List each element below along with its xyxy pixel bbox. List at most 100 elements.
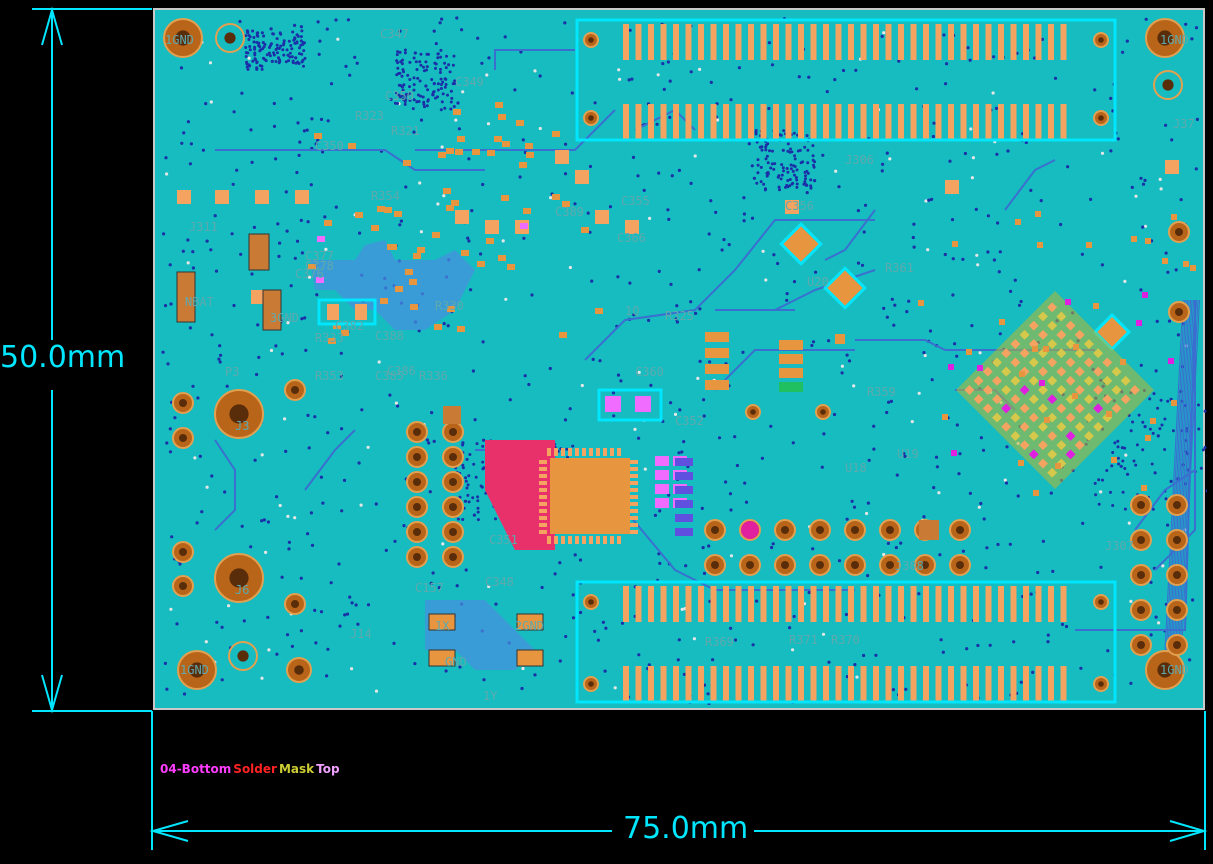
drill-hole: [449, 453, 457, 461]
via: [862, 653, 866, 658]
pad: [603, 448, 607, 456]
connector-outline-top: [575, 18, 1117, 142]
via: [482, 438, 486, 442]
pad: [485, 220, 499, 234]
designator: 2GND: [515, 619, 544, 633]
pad: [835, 666, 842, 702]
bga-ball: [982, 403, 993, 414]
via: [927, 198, 931, 202]
pad: [773, 104, 779, 140]
pad: [885, 586, 892, 622]
via: [885, 315, 889, 319]
via: [885, 410, 889, 415]
via: [729, 626, 733, 630]
via: [941, 650, 945, 654]
via: [254, 58, 258, 62]
via: [165, 172, 169, 176]
pad: [409, 279, 417, 285]
via: [758, 145, 762, 149]
via: [481, 182, 485, 187]
via: [295, 40, 299, 44]
via: [309, 183, 313, 187]
via: [403, 48, 407, 52]
drill-hole: [413, 428, 421, 436]
drill-hole: [746, 561, 754, 569]
via: [294, 61, 298, 65]
designator: C350: [315, 139, 344, 153]
via: [912, 222, 916, 226]
via: [418, 181, 422, 185]
pad: [554, 536, 558, 544]
pad: [885, 24, 892, 60]
pad: [575, 536, 579, 544]
via: [521, 666, 525, 671]
pad: [660, 104, 667, 140]
via: [938, 553, 942, 557]
via: [278, 31, 282, 35]
via: [1141, 420, 1145, 424]
via: [1113, 441, 1117, 445]
via: [161, 350, 165, 354]
pad: [539, 530, 547, 534]
drill-hole: [179, 399, 187, 407]
pad: [848, 104, 854, 140]
pad: [568, 536, 572, 544]
pad: [295, 190, 309, 204]
via: [785, 167, 789, 170]
via: [168, 450, 173, 454]
via: [306, 532, 310, 536]
crystal-pad: [428, 649, 456, 667]
via: [1158, 177, 1162, 181]
via: [756, 163, 760, 167]
via: [538, 126, 542, 131]
via: [469, 288, 473, 292]
pad: [885, 666, 892, 702]
via: [693, 154, 697, 158]
via: [255, 60, 259, 64]
via: [889, 399, 894, 403]
pad-layer: [163, 18, 1196, 702]
via: [460, 28, 464, 32]
via: [648, 216, 652, 220]
via: [1171, 429, 1175, 433]
via: [765, 154, 769, 158]
via: [1151, 507, 1155, 511]
via: [729, 508, 733, 512]
pad: [410, 304, 418, 310]
drill-hole: [820, 409, 826, 415]
via: [802, 182, 806, 186]
via: [822, 432, 826, 436]
pad: [403, 160, 411, 166]
designator: R354: [371, 189, 400, 203]
via: [750, 216, 755, 220]
via: [894, 546, 899, 550]
via: [965, 647, 969, 651]
via: [778, 188, 781, 192]
bga-ball: [1010, 357, 1021, 368]
via: [724, 480, 728, 484]
pad: [561, 448, 565, 456]
via: [453, 79, 457, 83]
via: [892, 323, 896, 327]
via: [603, 669, 607, 673]
via: [1141, 448, 1145, 452]
pad: [1183, 261, 1189, 267]
via: [205, 239, 209, 243]
via: [1167, 319, 1172, 323]
pad: [710, 24, 717, 60]
via: [317, 52, 321, 57]
via: [475, 442, 479, 446]
via: [436, 52, 440, 56]
bga-ball: [1111, 403, 1122, 414]
pad: [951, 450, 957, 456]
drill-hole: [189, 662, 205, 678]
via: [276, 222, 280, 226]
pad: [539, 474, 547, 478]
pad: [555, 150, 569, 164]
designator: C347: [380, 27, 409, 41]
trace: [1004, 159, 1056, 211]
via: [772, 253, 776, 257]
pad: [779, 382, 803, 392]
via: [785, 183, 789, 187]
